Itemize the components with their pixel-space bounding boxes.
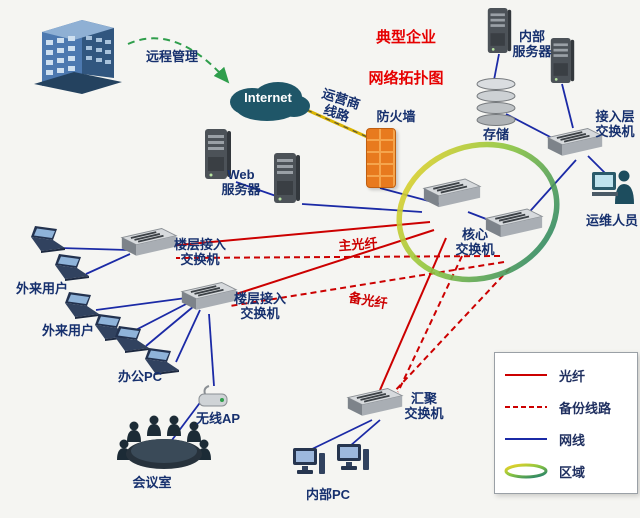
external-users-label: 外来用户 (15, 281, 68, 296)
diagram-title-line1: 典型企业 (375, 29, 436, 47)
ops-staff-label: 运维人员 (585, 213, 638, 228)
legend-item-area: 区域 (503, 455, 629, 487)
web-server-label: Web 服务器 (221, 167, 261, 197)
internal-pc-node (290, 446, 328, 485)
meeting-table-icon (117, 415, 211, 469)
pc-icon (334, 442, 372, 476)
diagram-title: 典型企业 网络拓扑图 (348, 8, 464, 109)
internal-server-label: 内部 服务器 (512, 29, 552, 59)
server-icon (272, 150, 302, 206)
wireless-ap-icon (196, 384, 234, 410)
switch-icon (422, 176, 482, 212)
pc-icon (290, 446, 328, 480)
remote-mgmt-arrow (127, 37, 230, 84)
internet-cloud-icon (230, 82, 310, 121)
wireless-ap-label: 无线AP (195, 411, 241, 426)
legend-label-backup: 备份线路 (559, 400, 612, 416)
external-users-2-label: 外来用户 (41, 323, 94, 338)
web-server-2-node (272, 150, 302, 211)
ethernet-line-sample-icon (505, 438, 547, 440)
legend: 光纤 备份线路 网线 区域 (494, 352, 638, 494)
legend-item-ethernet: 网线 (503, 423, 629, 455)
legend-label-area: 区域 (559, 464, 586, 480)
backup-line-sample-icon (505, 406, 547, 408)
meeting-room-node (112, 412, 216, 481)
storage-node (474, 76, 518, 131)
internal-pc-node (334, 442, 372, 481)
headquarters-building-node (26, 10, 130, 101)
floor-switch-2-label: 楼层接入 交换机 (233, 291, 286, 321)
agg-switch-label: 汇聚 交换机 (404, 391, 444, 421)
remote-mgmt-label: 远程管理 (145, 49, 198, 64)
meeting-room-label: 会议室 (132, 475, 172, 490)
legend-label-fiber: 光纤 (559, 368, 586, 384)
storage-icon (474, 76, 518, 126)
switch-icon (346, 386, 404, 420)
internet-label: Internet (244, 90, 292, 105)
core-area-ring-icon (396, 141, 560, 283)
floor-switch-label: 楼层接入 交换机 (173, 237, 226, 267)
office-pc-label: 办公PC (117, 369, 163, 384)
legend-item-backup: 备份线路 (503, 391, 629, 423)
laptop-icon (26, 224, 68, 254)
laptop-icon (50, 252, 92, 282)
firewall-icon (366, 128, 396, 188)
fiber-lines (167, 221, 447, 391)
internet-node (222, 74, 314, 129)
fiber-line-sample-icon (505, 374, 547, 376)
access-switch-label: 接入层 交换机 (595, 109, 635, 139)
ops-staff-node (590, 162, 636, 217)
core-switch-label: 核心 交换机 (455, 227, 495, 257)
legend-item-fiber: 光纤 (503, 359, 629, 391)
area-ring-sample-icon (504, 463, 548, 479)
firewall-label: 防火墙 (376, 109, 416, 124)
firewall-node (366, 128, 396, 188)
person-at-desk-icon (592, 170, 634, 204)
carrier-line (297, 104, 375, 142)
agg-switch-node (346, 386, 404, 425)
building-icon (34, 20, 122, 94)
core-switch-node (422, 176, 482, 217)
diagram-title-line2: 网络拓扑图 (368, 69, 444, 87)
internal-pc-label: 内部PC (305, 487, 351, 502)
storage-label: 存储 (482, 127, 509, 142)
main-fiber-label: 主光纤 (337, 235, 378, 254)
legend-label-ethernet: 网线 (559, 432, 586, 448)
